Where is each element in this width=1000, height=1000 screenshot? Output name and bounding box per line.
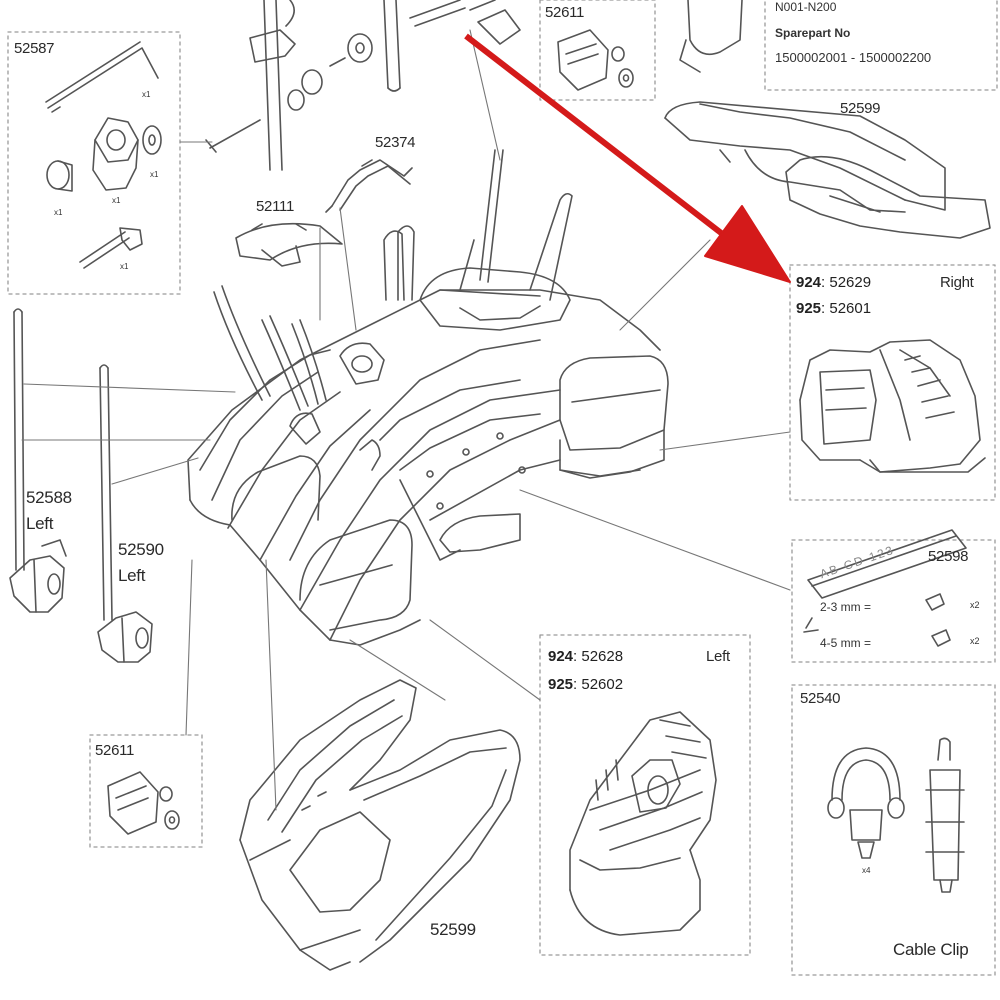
right-foot-side: Right: [940, 274, 974, 291]
qty-mark-knob: x1: [112, 196, 121, 205]
bracket-52374: [325, 159, 413, 213]
small-hardware-top: [205, 0, 521, 153]
washer-52587: [142, 125, 162, 155]
part-label-52599-bottom: 52599: [430, 920, 476, 939]
screw-icons-52598: [803, 593, 951, 647]
cradle-52599-bottom: [239, 679, 521, 971]
left-foot-code-924: 924: 52628: [548, 648, 624, 665]
plate-qty-row2: x2: [970, 636, 980, 646]
dashed-box-left-foot: [539, 634, 751, 956]
foot-left: [569, 711, 717, 936]
cradle-52599-top: [664, 101, 991, 239]
plate-row-2-3mm: 2-3 mm =: [820, 600, 872, 614]
part-label-52599-top: 52599: [840, 100, 881, 117]
red-pointer-arrow: [464, 33, 791, 283]
qty-mark-clip: x4: [862, 866, 871, 875]
part-label-52588: 52588: [26, 488, 72, 507]
part-label-52111: 52111: [256, 198, 294, 215]
cable-clip-52540: [827, 737, 965, 893]
pin-top: [383, 0, 401, 92]
right-foot-code-924: 924: 52629: [796, 274, 872, 291]
plate-holder-52598: [807, 529, 967, 599]
buckle-52611-bottom: [107, 771, 180, 835]
left-foot-side: Left: [706, 648, 730, 665]
clamp-top-right: [679, 0, 743, 73]
knob-52587: [92, 117, 139, 191]
dashed-box-52587: [7, 31, 181, 295]
sparepart-heading: Sparepart No: [775, 26, 851, 40]
foot-right: [799, 339, 986, 473]
sparepart-range: 1500002001 - 1500002200: [775, 50, 932, 65]
qty-mark-bolt: x1: [120, 262, 129, 271]
part-label-52540: 52540: [800, 690, 841, 707]
dashed-box-right-foot: [789, 264, 996, 501]
sleeve-52587: [46, 160, 73, 192]
bolt-52587: [79, 227, 143, 269]
part-label-52588-side: Left: [26, 514, 54, 533]
vertical-rod-top: [249, 0, 296, 171]
part-label-cable-clip: Cable Clip: [893, 940, 969, 959]
rod-52590: [97, 364, 153, 663]
buckle-52611-top: [557, 29, 634, 91]
serial-range: N001-N200: [775, 0, 837, 14]
part-label-52590-side: Left: [118, 566, 146, 585]
qty-mark-washer: x1: [150, 170, 159, 179]
part-label-52590: 52590: [118, 540, 164, 559]
part-label-52598: 52598: [928, 548, 969, 565]
qty-mark-key: x1: [142, 90, 151, 99]
hex-key-52587: [45, 41, 159, 113]
part-label-52611-bottom: 52611: [95, 742, 135, 759]
part-label-52374: 52374: [375, 134, 416, 151]
left-foot-code-925: 925: 52602: [548, 676, 624, 693]
part-label-52587: 52587: [14, 40, 55, 57]
part-label-52611-top: 52611: [545, 4, 585, 21]
qty-mark-sleeve: x1: [54, 208, 63, 217]
cover-52111: [235, 222, 343, 267]
dashed-box-52598: [791, 539, 996, 663]
plate-row-4-5mm: 4-5 mm =: [820, 636, 872, 650]
rod-52588: [9, 308, 67, 613]
dashed-box-52540: [791, 684, 996, 976]
dashed-box-sparepart: [764, 0, 998, 91]
dashed-box-52611-top: [539, 0, 656, 101]
carrier-body: [187, 149, 669, 646]
right-foot-code-925: 925: 52601: [796, 300, 872, 317]
plate-qty-row1: x2: [970, 600, 980, 610]
leader-lines: [21, 29, 791, 811]
dashed-box-52611-bottom: [89, 734, 203, 848]
